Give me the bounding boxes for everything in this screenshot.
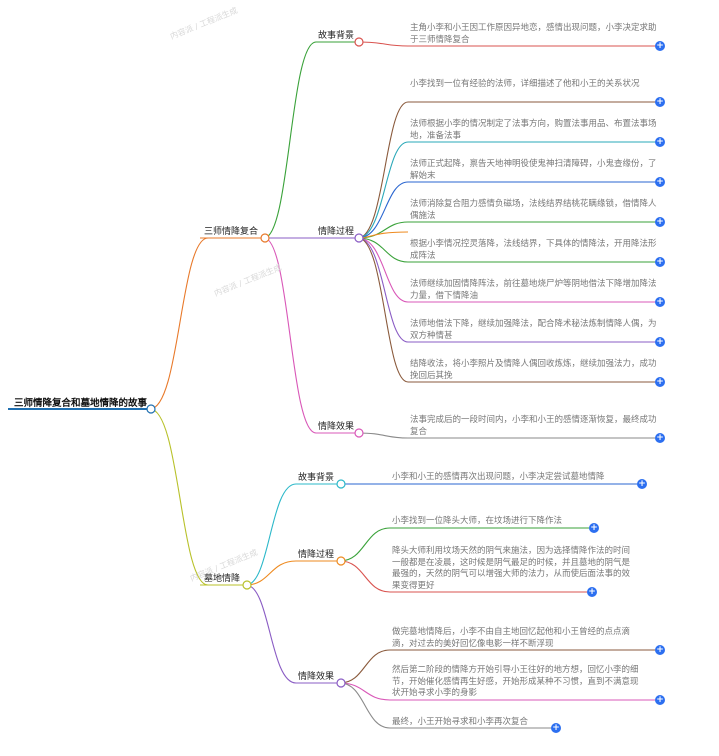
mudi-process-node[interactable]: 情降过程	[298, 550, 335, 560]
plus-circle-icon[interactable]: +	[655, 695, 665, 705]
sanshi-background-leaf-1[interactable]: 主角小李和小王因工作原因异地恋，感情出现问题，小李决定求助于三师情降复合	[410, 23, 657, 45]
sanshi-process-leaf-4[interactable]: 法师消除复合阻力感情负磁场，法线结界结桃花瞒缘锁，借情降人偶施法	[410, 199, 657, 221]
mudi-background-leaf-1[interactable]: 小李和小王的感情再次出现问题，小李决定尝试墓地情降	[392, 472, 605, 482]
plus-circle-icon[interactable]: +	[655, 433, 665, 443]
mudi-background-node[interactable]: 故事背景	[298, 473, 335, 483]
plus-circle-icon[interactable]: +	[589, 523, 599, 533]
plus-circle-icon[interactable]: +	[655, 137, 665, 147]
plus-circle-icon[interactable]: +	[655, 377, 665, 387]
branch-node-mudi[interactable]: 墓地情降	[204, 574, 241, 584]
sanshi-process-leaf-8[interactable]: 结降收法，将小李照片及情降人偶回收炼炼，继续加强法力，成功挽回后其挽	[410, 359, 657, 381]
sanshi-process-leaf-3[interactable]: 法师正式起降，禀告天地神明役使鬼神扫清障碍，小鬼查缘份，了解始末	[410, 159, 657, 181]
sanshi-effect-node[interactable]: 情降效果	[318, 422, 355, 432]
sanshi-process-leaf-5[interactable]: 根据小李情况控灵落降，法线结界，下具体的情降法，开用降法形成阵法	[410, 239, 657, 261]
mudi-effect-node[interactable]: 情降效果	[298, 672, 335, 682]
mudi-effect-leaf-2[interactable]: 然后第二阶段的情降方开始引导小王往好的地方想，回忆小李的细节，开始催化感情再生好…	[392, 665, 639, 698]
plus-circle-icon[interactable]: +	[655, 217, 665, 227]
mudi-process-leaf-2[interactable]: 降头大师利用坟场天然的阴气来施法，因为选择情降作法的时间一般都是在凌晨，这时候是…	[392, 546, 631, 591]
plus-circle-icon[interactable]: +	[551, 723, 561, 733]
plus-circle-icon[interactable]: +	[587, 587, 597, 597]
branch-node-sanshi[interactable]: 三师情降复合	[204, 227, 259, 237]
plus-circle-icon[interactable]: +	[655, 337, 665, 347]
sanshi-process-leaf-6[interactable]: 法师继续加固情降阵法，前往墓地烧尸炉等阴地借法下降增加降法力量，借下情降油	[410, 279, 657, 301]
mudi-effect-leaf-1[interactable]: 做完墓地情降后，小李不由自主地回忆起他和小王曾经的点点滴滴，对过去的美好回忆像电…	[392, 627, 631, 649]
sanshi-process-node[interactable]: 情降过程	[318, 227, 355, 237]
root-node[interactable]: 三师情降复合和墓地情降的故事	[14, 398, 148, 409]
plus-circle-icon[interactable]: +	[637, 479, 647, 489]
sanshi-effect-leaf-1[interactable]: 法事完成后的一段时间内，小李和小王的感情逐渐恢复，最终成功复合	[410, 415, 657, 437]
plus-circle-icon[interactable]: +	[655, 177, 665, 187]
mudi-effect-leaf-3[interactable]: 最终，小王开始寻求和小李再次复合	[392, 717, 529, 727]
mudi-process-leaf-1[interactable]: 小李找到一位降头大师，在坟场进行下降作法	[392, 516, 563, 526]
plus-circle-icon[interactable]: +	[655, 257, 665, 267]
plus-circle-icon[interactable]: +	[655, 97, 665, 107]
plus-circle-icon[interactable]: +	[655, 645, 665, 655]
sanshi-process-leaf-7[interactable]: 法师地借法下降，继续加强降法，配合降术秘法炼制情降人偶，为双方种情甚	[410, 319, 657, 341]
sanshi-background-node[interactable]: 故事背景	[318, 31, 355, 41]
sanshi-process-leaf-1[interactable]: 小李找到一位有经验的法师，详细描述了他和小王的关系状况	[410, 79, 640, 89]
sanshi-process-leaf-2[interactable]: 法师根据小李的情况制定了法事方向，购置法事用品、布置法事场地，准备法事	[410, 119, 657, 141]
plus-circle-icon[interactable]: +	[655, 297, 665, 307]
plus-circle-icon[interactable]: +	[655, 41, 665, 51]
